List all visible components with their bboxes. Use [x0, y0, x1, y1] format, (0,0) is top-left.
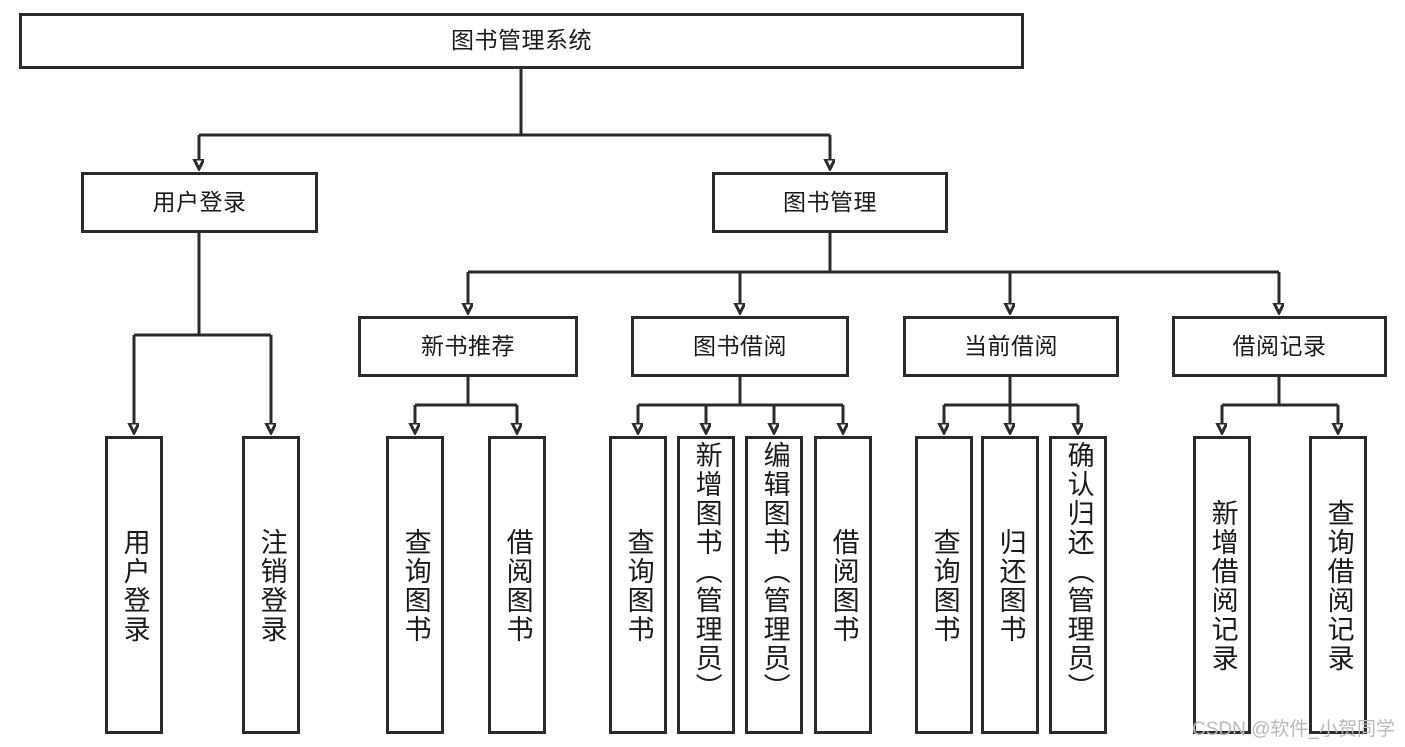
node-label: 查询图书	[400, 528, 431, 644]
node-label: 确认归还（管理员）	[1063, 441, 1094, 702]
node-label: 用户登录	[119, 528, 150, 644]
node-label: 查询图书	[929, 528, 960, 644]
node-user-login[interactable]: 用户登录	[81, 172, 318, 233]
node-root-system[interactable]: 图书管理系统	[19, 13, 1024, 69]
node-label: 注销登录	[256, 528, 287, 644]
node-label: 图书管理系统	[451, 27, 592, 54]
leaf-borrow-book-recommend[interactable]: 借阅图书	[488, 436, 546, 734]
node-label: 当前借阅	[964, 332, 1058, 359]
node-borrow-record[interactable]: 借阅记录	[1172, 316, 1387, 377]
leaf-query-borrow-record[interactable]: 查询借阅记录	[1309, 436, 1367, 734]
leaf-logout-login[interactable]: 注销登录	[242, 436, 300, 734]
node-label: 查询借阅记录	[1323, 499, 1354, 673]
node-label: 借阅记录	[1232, 332, 1327, 359]
leaf-user-login[interactable]: 用户登录	[105, 436, 163, 734]
node-label: 归还图书	[995, 528, 1026, 644]
node-label: 图书借阅	[693, 332, 787, 359]
leaf-query-book-recommend[interactable]: 查询图书	[386, 436, 444, 734]
node-book-management[interactable]: 图书管理	[712, 172, 948, 233]
leaf-add-book-admin[interactable]: 新增图书（管理员）	[677, 436, 735, 734]
leaf-query-book-borrow[interactable]: 查询图书	[609, 436, 667, 734]
node-label: 借阅图书	[828, 528, 859, 644]
node-label: 编辑图书（管理员）	[759, 441, 790, 702]
node-label: 借阅图书	[502, 528, 533, 644]
leaf-borrow-book[interactable]: 借阅图书	[814, 436, 872, 734]
leaf-edit-book-admin[interactable]: 编辑图书（管理员）	[745, 436, 803, 734]
node-current-borrow[interactable]: 当前借阅	[903, 316, 1119, 377]
node-label: 图书管理	[783, 188, 877, 215]
node-label: 用户登录	[152, 188, 247, 215]
node-label: 新书推荐	[421, 332, 515, 359]
leaf-query-book-current[interactable]: 查询图书	[915, 436, 973, 734]
leaf-return-book[interactable]: 归还图书	[981, 436, 1039, 734]
leaf-add-borrow-record[interactable]: 新增借阅记录	[1193, 436, 1251, 734]
node-book-borrow[interactable]: 图书借阅	[631, 316, 849, 377]
leaf-confirm-return-admin[interactable]: 确认归还（管理员）	[1049, 436, 1107, 734]
node-label: 查询图书	[623, 528, 654, 644]
node-label: 新增借阅记录	[1207, 499, 1238, 673]
node-new-book-recommend[interactable]: 新书推荐	[358, 316, 578, 377]
node-label: 新增图书（管理员）	[691, 441, 722, 702]
